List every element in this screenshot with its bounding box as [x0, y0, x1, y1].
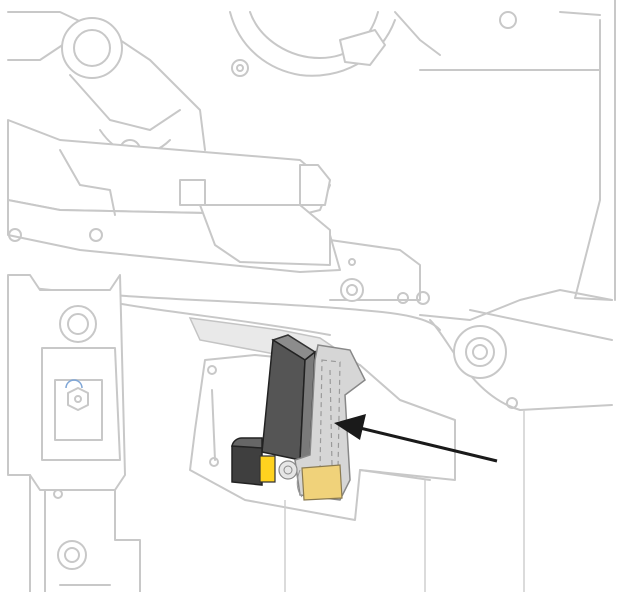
pad-edge [296, 469, 303, 498]
platen-upper-edge [419, 289, 613, 321]
left-small-pin [53, 489, 63, 499]
mount-plate-ledge [359, 469, 431, 481]
top-right-edge [559, 11, 601, 16]
arrow-shaft [359, 426, 498, 463]
yellow-tab [259, 455, 276, 483]
tan-sensor-pad [301, 464, 343, 501]
sensor-knob-center [283, 465, 293, 475]
mount-screw [340, 278, 364, 302]
platen-pin [506, 397, 518, 409]
small-screw-a [231, 59, 249, 77]
left-rivet [8, 228, 22, 242]
carriage-knob [299, 164, 331, 206]
mount-screw-head [346, 284, 358, 296]
upper-media-sensor [231, 334, 317, 486]
hex-screw-icon [67, 387, 89, 411]
upper-roller [61, 17, 123, 79]
frame-strut [394, 11, 441, 56]
mount-plate-pin-b [209, 457, 219, 467]
platen-roller-axle [472, 344, 488, 360]
mount-plate-groove [211, 389, 216, 461]
printhead-carriage [7, 119, 421, 304]
bottom-boss-inner [64, 547, 80, 563]
lower-sensor-hidden-slot [329, 369, 333, 466]
arrow-head [334, 414, 366, 440]
left-support [7, 274, 141, 592]
arrow-left-icon [334, 414, 498, 463]
left-bracket-boss-inner [67, 313, 89, 335]
carriage-bracket [59, 149, 116, 216]
small-screw-a-hole [236, 64, 244, 72]
lower-media-sensor [278, 344, 366, 501]
carriage-top [7, 119, 331, 216]
carriage-tab [179, 179, 206, 206]
platen-screw [416, 291, 430, 305]
side-panel-window [574, 19, 613, 301]
blue-cue-arc [65, 379, 83, 389]
left-bracket-boss [59, 305, 97, 343]
left-column-right [114, 489, 141, 592]
upper-mechanism [7, 0, 616, 301]
carriage-mount [329, 239, 421, 301]
upper-roller-core [73, 29, 111, 67]
sensor-knob [278, 460, 298, 480]
media-under-edge [99, 299, 331, 336]
platen-roller-core [465, 337, 495, 367]
platen-guide [469, 309, 613, 341]
upper-frame-left [7, 39, 71, 61]
bottom-boss [57, 540, 87, 570]
left-rivet-b [89, 228, 103, 242]
left-latch-window [54, 379, 103, 441]
upper-frame-edge [7, 11, 206, 151]
mount-plate-pin [207, 365, 217, 375]
cam-lobe [339, 29, 386, 66]
platen-roller [453, 325, 507, 379]
sensor-grip-top [231, 437, 263, 449]
hex-screw-center [74, 395, 82, 403]
platen-assembly [416, 289, 613, 411]
mount-pin-b [397, 292, 409, 304]
top-hex-screw [499, 11, 517, 29]
roller-arm [69, 74, 181, 131]
lower-sensor-body [294, 344, 366, 501]
mount-pin [348, 258, 356, 266]
